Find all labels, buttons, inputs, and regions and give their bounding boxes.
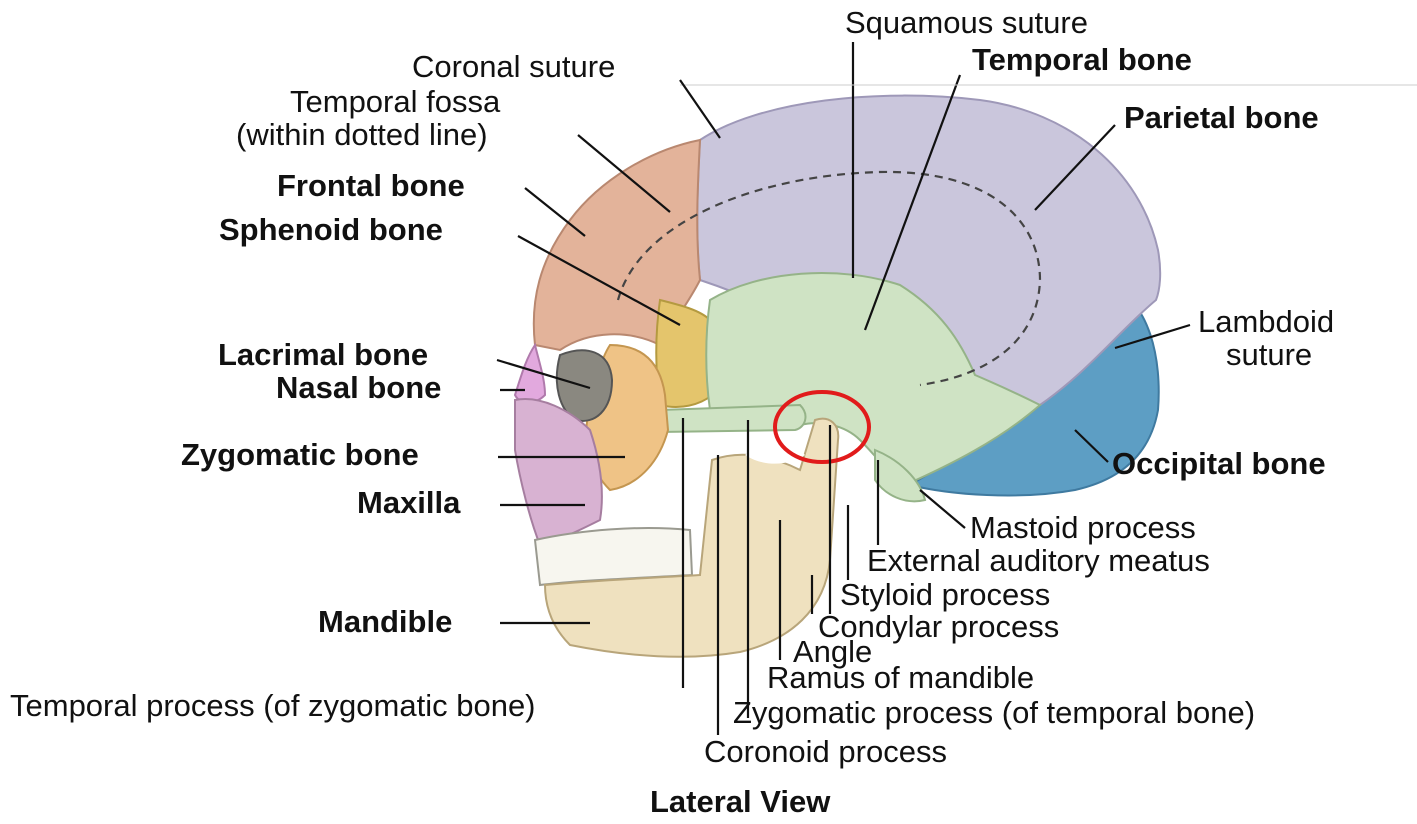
label-mandible: Mandible — [318, 604, 452, 639]
label-lacrimal-bone: Lacrimal bone — [218, 337, 428, 372]
label-styloid-process: Styloid process — [840, 577, 1050, 612]
label-temporal-fossa-line2: (within dotted line) — [236, 117, 488, 152]
label-lambdoid-line2: suture — [1226, 337, 1312, 372]
label-zygomatic-bone: Zygomatic bone — [181, 437, 419, 472]
caption-lateral-view: Lateral View — [650, 784, 831, 819]
label-temporal-process: Temporal process (of zygomatic bone) — [10, 688, 536, 723]
label-lambdoid-line1: Lambdoid — [1198, 304, 1334, 339]
label-occipital-bone: Occipital bone — [1112, 446, 1326, 481]
label-ramus-of-mandible: Ramus of mandible — [767, 660, 1034, 695]
label-coronoid-process: Coronoid process — [704, 734, 947, 769]
label-mastoid-process: Mastoid process — [970, 510, 1196, 545]
label-external-auditory-meatus: External auditory meatus — [867, 543, 1210, 578]
label-coronal-suture: Coronal suture — [412, 49, 615, 84]
label-temporal-fossa-line1: Temporal fossa — [290, 84, 501, 119]
label-parietal-bone: Parietal bone — [1124, 100, 1319, 135]
label-temporal-bone: Temporal bone — [972, 42, 1192, 77]
label-sphenoid-bone: Sphenoid bone — [219, 212, 443, 247]
label-zygomatic-process: Zygomatic process (of temporal bone) — [733, 695, 1255, 730]
label-squamous-suture: Squamous suture — [845, 5, 1088, 40]
label-maxilla: Maxilla — [357, 485, 461, 520]
label-nasal-bone: Nasal bone — [276, 370, 441, 405]
label-frontal-bone: Frontal bone — [277, 168, 465, 203]
